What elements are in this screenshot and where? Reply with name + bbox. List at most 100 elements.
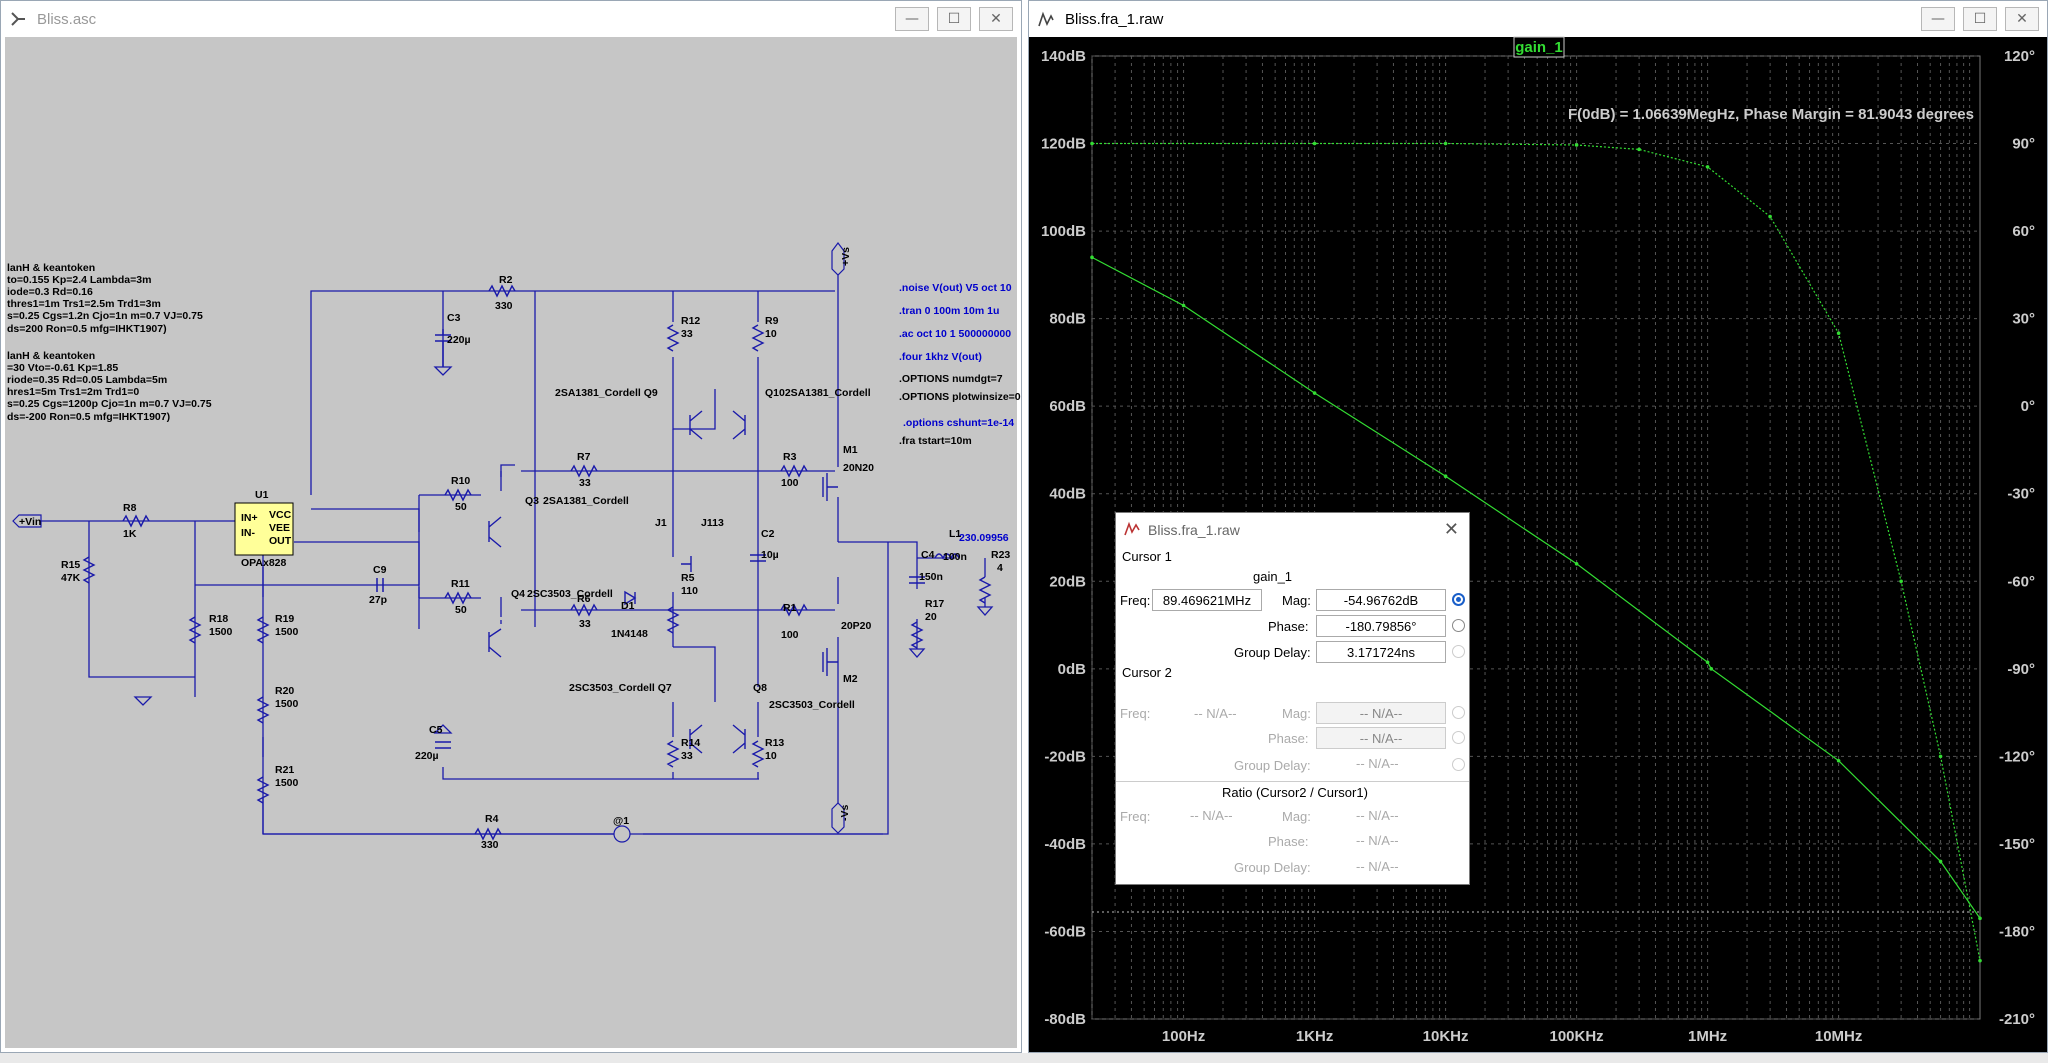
schematic-canvas[interactable]: lanH & keantoken to=0.155 Kp=2.4 Lambda=… — [5, 37, 1021, 1048]
cursor2-freq-value: -- N/A-- — [1194, 706, 1237, 721]
q8-label: Q8 — [753, 682, 767, 694]
left-axis-tick-label: 100dB — [1041, 223, 1086, 240]
r20-value: 1500 — [275, 698, 299, 710]
x-axis-tick-label: 10KHz — [1423, 1028, 1469, 1045]
q4-part-label: 2SC3503_Cordell — [527, 588, 613, 600]
plot-titlebar[interactable]: Bliss.fra_1.raw — ☐ ✕ — [1029, 1, 2047, 37]
cursor1-mag-radio[interactable] — [1452, 593, 1465, 606]
ratio-gd-label: Group Delay: — [1234, 860, 1311, 875]
phase-point — [1312, 141, 1317, 146]
q4-label: Q4 — [511, 588, 525, 600]
magnitude-trace — [1091, 256, 1981, 919]
r12-value: 33 — [681, 328, 693, 340]
ground-symbols — [133, 366, 994, 734]
cursor-dialog-icon — [1124, 521, 1140, 540]
svg-text:hres1=5m Trs1=2m Trd1=0: hres1=5m Trs1=2m Trd1=0 — [7, 386, 139, 398]
cursor-dialog-title: Bliss.fra_1.raw — [1148, 522, 1240, 538]
r3-value: 100 — [781, 477, 799, 489]
d1-label: D1 — [621, 600, 635, 612]
r17-value: 20 — [925, 611, 937, 623]
svg-text:.four 1khz V(out): .four 1khz V(out) — [899, 351, 982, 363]
svg-text:iode=0.3 Rd=0.16: iode=0.3 Rd=0.16 — [7, 286, 93, 298]
schematic-titlebar[interactable]: Bliss.asc — ☐ ✕ — [1, 1, 1021, 37]
cursor2-gd-value: -- N/A-- — [1356, 756, 1399, 771]
left-axis-tick-label: 60dB — [1049, 398, 1086, 415]
cursor2-mag-field[interactable]: -- N/A-- — [1316, 702, 1446, 724]
cursor2-phase-radio[interactable] — [1452, 731, 1465, 744]
close-icon[interactable]: ✕ — [1443, 519, 1459, 539]
cursor1-gd-label: Group Delay: — [1234, 645, 1311, 660]
x-axis-tick-label: 100Hz — [1162, 1028, 1205, 1045]
magnitude-point — [1312, 391, 1317, 395]
right-axis-tick-label: -210° — [1999, 1011, 2035, 1028]
left-axis-labels: 140dB120dB100dB80dB60dB40dB20dB0dB-20dB-… — [1041, 48, 1086, 1028]
magnitude-point — [1709, 667, 1714, 671]
right-axis-tick-label: 90° — [2012, 136, 2035, 153]
output-measurement: 230.09956 — [959, 532, 1009, 544]
cursor1-gd-field[interactable]: 3.171724ns — [1316, 641, 1446, 663]
cursor1-mag-label: Mag: — [1282, 593, 1311, 608]
maximize-button[interactable]: ☐ — [937, 7, 971, 31]
svg-text:to=0.155 Kp=2.4 Lambda=3m: to=0.155 Kp=2.4 Lambda=3m — [7, 274, 151, 286]
r14-value: 33 — [681, 750, 693, 762]
cursor2-mag-radio[interactable] — [1452, 706, 1465, 719]
ratio-divider — [1116, 781, 1469, 782]
r17-label: R17 — [925, 598, 944, 610]
left-axis-tick-label: -60dB — [1044, 923, 1086, 940]
bode-plot[interactable]: 140dB120dB100dB80dB60dB40dB20dB0dB-20dB-… — [1029, 36, 2047, 1052]
m1-part-label: 20N20 — [843, 462, 874, 474]
u1-part-label: OPAx828 — [241, 557, 286, 569]
trace-legend-box[interactable] — [1513, 36, 1565, 58]
r21-value: 1500 — [275, 777, 299, 789]
magnitude-point — [1443, 474, 1448, 479]
trace-legend-label[interactable]: gain_1 — [1515, 39, 1563, 56]
magnitude-point — [1705, 660, 1710, 665]
svg-text:.OPTIONS plotwinsize=0: .OPTIONS plotwinsize=0 — [899, 391, 1021, 403]
cursor1-phase-radio[interactable] — [1452, 619, 1465, 632]
c2-label: C2 — [761, 528, 775, 540]
cursor1-gd-radio[interactable] — [1452, 645, 1465, 658]
left-axis-tick-label: 120dB — [1041, 136, 1086, 153]
cursor2-phase-field[interactable]: -- N/A-- — [1316, 727, 1446, 749]
c5-label: C5 — [429, 724, 443, 736]
cursor-dialog[interactable]: Bliss.fra_1.raw ✕ Cursor 1 gain_1 Freq: … — [1115, 512, 1470, 885]
phase-point — [1705, 165, 1710, 169]
minimize-button[interactable]: — — [1921, 7, 1955, 31]
ratio-gd-value: -- N/A-- — [1356, 859, 1399, 874]
schematic-app-icon — [7, 8, 29, 30]
r6-value: 33 — [579, 618, 591, 630]
svg-text:.fra tstart=10m: .fra tstart=10m — [899, 435, 972, 447]
schematic-drawing[interactable]: lanH & keantoken to=0.155 Kp=2.4 Lambda=… — [5, 37, 1021, 1048]
r8-value: 1K — [123, 528, 137, 540]
ratio-phase-value: -- N/A-- — [1356, 833, 1399, 848]
m1-label: M1 — [843, 444, 858, 456]
svg-text:=30 Vto=-0.61 Kp=1.85: =30 Vto=-0.61 Kp=1.85 — [7, 362, 118, 374]
r13-label: R13 — [765, 737, 784, 749]
cursor1-freq-field[interactable]: 89.469621MHz — [1152, 589, 1262, 611]
inductor-l1 — [934, 553, 960, 560]
r14-label: R14 — [681, 737, 700, 749]
r23-label: R23 — [991, 549, 1010, 561]
svg-text:.options cshunt=1e-14: .options cshunt=1e-14 — [903, 417, 1014, 429]
r1-label: R1 — [783, 602, 797, 614]
right-axis-tick-label: -150° — [1999, 836, 2035, 853]
left-axis-tick-label: -20dB — [1044, 748, 1086, 765]
maximize-button[interactable]: ☐ — [1963, 7, 1997, 31]
phase-point — [1836, 331, 1841, 336]
cursor1-phase-field[interactable]: -180.79856° — [1316, 615, 1446, 637]
close-button[interactable]: ✕ — [2005, 7, 2039, 31]
close-button[interactable]: ✕ — [979, 7, 1013, 31]
minimize-button[interactable]: — — [895, 7, 929, 31]
j1-label: J1 — [655, 517, 667, 529]
cursor2-gd-radio[interactable] — [1452, 758, 1465, 771]
svg-text:ds=-200 Ron=0.5 mfg=IHKT1907): ds=-200 Ron=0.5 mfg=IHKT1907) — [7, 411, 170, 423]
r15-label: R15 — [61, 559, 80, 571]
magnitude-point — [1836, 758, 1841, 763]
r4-value: 330 — [481, 839, 499, 851]
vs-pos-label: +Vs — [840, 247, 852, 266]
cursor-dialog-titlebar[interactable]: Bliss.fra_1.raw ✕ — [1116, 513, 1469, 547]
opamp-u1-box — [234, 502, 294, 556]
ratio-section-label: Ratio (Cursor2 / Cursor1) — [1222, 785, 1368, 800]
r6-label: R6 — [577, 593, 591, 605]
cursor1-mag-field[interactable]: -54.96762dB — [1316, 589, 1446, 611]
